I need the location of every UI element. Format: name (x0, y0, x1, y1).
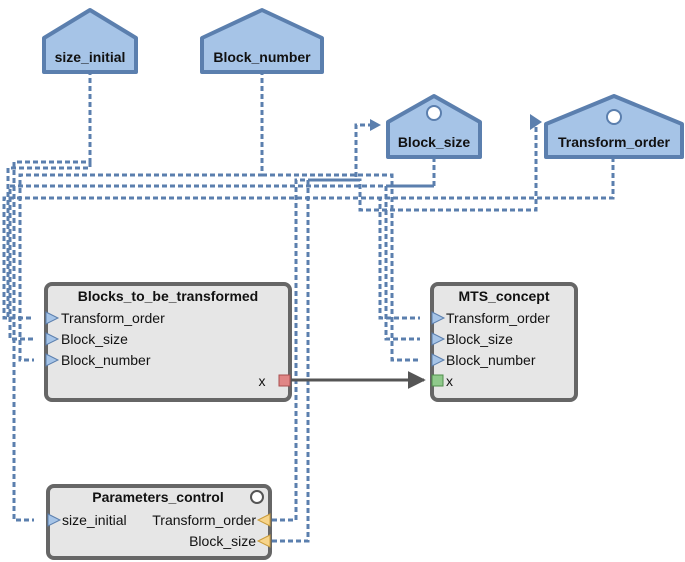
mts-input-port-transform-order[interactable] (431, 311, 446, 325)
control-output-label-transform-order: Transform_order (152, 512, 256, 528)
mts-input-port-x[interactable] (431, 374, 444, 387)
param-block-number-label: Block_number (213, 49, 311, 65)
blocks-output-port-x[interactable] (278, 374, 291, 387)
control-output-label-block-size: Block_size (189, 533, 256, 549)
edge-size-initial-to-parameters-control (12, 70, 92, 522)
control-input-label-size-initial: size_initial (62, 512, 127, 528)
param-block-number[interactable]: Block_number (200, 8, 324, 74)
edge-arrowhead-transform-order (530, 114, 542, 130)
mts-input-port-block-number[interactable] (431, 353, 446, 367)
param-size-initial-label: size_initial (55, 49, 126, 65)
mts-input-label-transform-order: Transform_order (446, 310, 550, 326)
param-transform-order-label: Transform_order (558, 134, 671, 150)
block-blocks-title: Blocks_to_be_transformed (78, 288, 259, 304)
parameters-control-config-icon[interactable] (250, 490, 264, 504)
blocks-input-label-block-number: Block_number (61, 352, 151, 368)
block-mts-concept[interactable]: MTS_concept Transform_order Block_size B… (430, 282, 578, 402)
mts-input-label-block-number: Block_number (446, 352, 536, 368)
control-output-port-transform-order[interactable] (256, 513, 271, 527)
blocks-output-label-x: x (259, 373, 266, 389)
edge-size-initial-to-blocks (6, 162, 92, 320)
edge-block-size-to-blocks (8, 157, 436, 341)
dependency-edges (2, 70, 615, 543)
blocks-input-port-transform-order[interactable] (45, 311, 60, 325)
param-block-size-config-icon (426, 105, 442, 121)
mts-input-port-block-size[interactable] (431, 332, 446, 346)
blocks-input-port-block-size[interactable] (45, 332, 60, 346)
edge-control-to-transform-order (272, 122, 538, 522)
mts-input-label-block-size: Block_size (446, 331, 513, 347)
blocks-input-port-block-number[interactable] (45, 353, 60, 367)
param-block-size[interactable]: Block_size (386, 94, 482, 159)
edge-transform-order-to-mts (378, 196, 420, 320)
blocks-input-label-block-size: Block_size (61, 331, 128, 347)
control-input-port-size-initial[interactable] (47, 513, 62, 527)
control-output-port-block-size[interactable] (256, 534, 271, 548)
param-block-size-label: Block_size (398, 134, 471, 150)
edge-control-to-block-size (272, 123, 378, 543)
blocks-input-label-transform-order: Transform_order (61, 310, 165, 326)
block-mts-title: MTS_concept (458, 288, 549, 304)
param-transform-order[interactable]: Transform_order (544, 94, 684, 159)
edge-transform-order-to-blocks (2, 157, 615, 320)
edge-block-size-to-mts (384, 184, 434, 341)
edge-block-number-to-mts (262, 173, 420, 362)
block-parameters-control[interactable]: Parameters_control size_initial Transfor… (46, 484, 272, 560)
param-size-initial[interactable]: size_initial (42, 8, 138, 74)
block-blocks-to-be-transformed[interactable]: Blocks_to_be_transformed Transform_order… (44, 282, 292, 402)
edge-arrowhead-block-size (370, 119, 381, 131)
edge-block-number-to-blocks (18, 70, 264, 362)
param-transform-order-config-icon (606, 109, 622, 125)
block-parameters-control-title: Parameters_control (92, 489, 224, 505)
mts-input-label-x: x (446, 373, 453, 389)
